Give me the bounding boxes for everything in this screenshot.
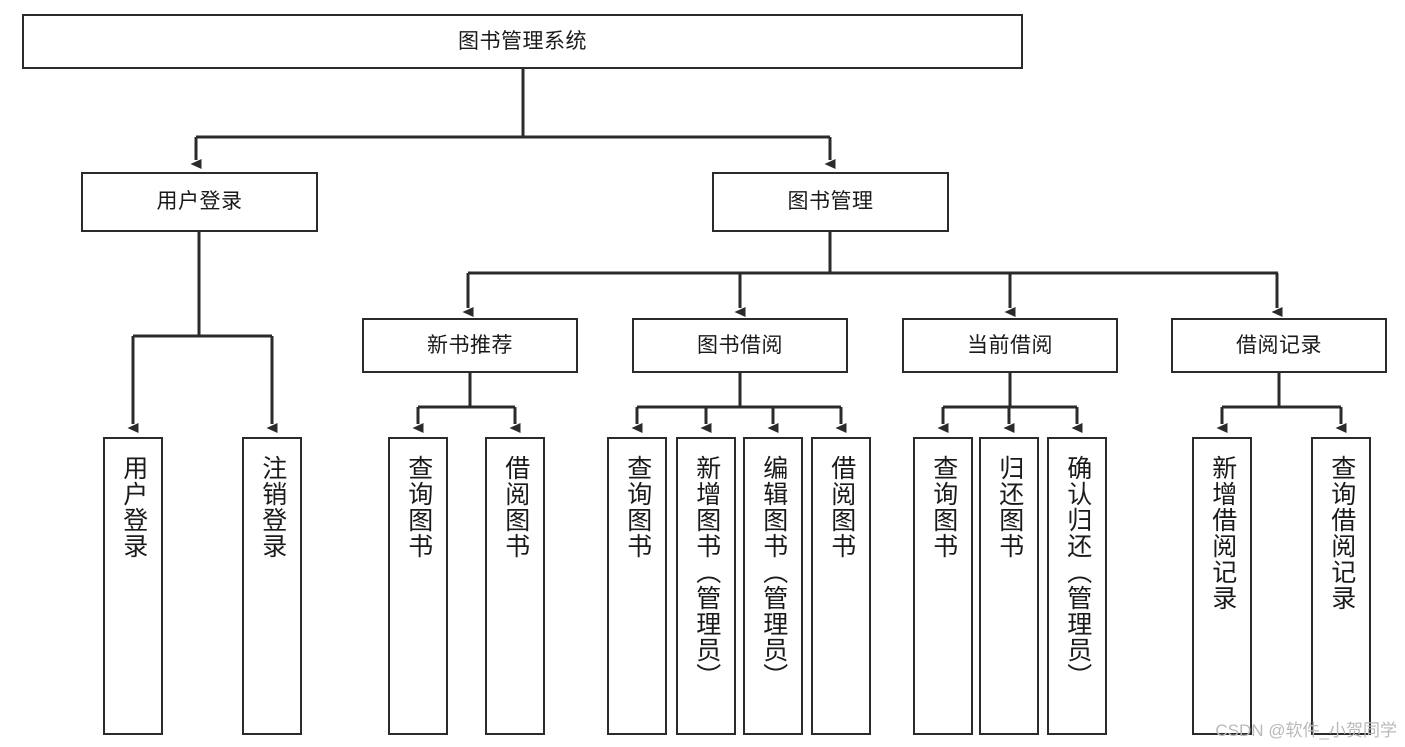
leaf-query-record[interactable]: 查询借阅记录 (1311, 437, 1371, 735)
node-new-book-rec-label: 新书推荐 (427, 333, 513, 357)
leaf-query-book-3-label: 查询图书 (929, 455, 958, 559)
leaf-add-book-label: 新增图书（管理员） (692, 455, 721, 689)
leaf-query-book-2[interactable]: 查询图书 (607, 437, 667, 735)
leaf-user-login-label: 用户登录 (119, 455, 148, 559)
node-book-manage[interactable]: 图书管理 (712, 172, 949, 232)
leaf-query-book-3[interactable]: 查询图书 (913, 437, 973, 735)
leaf-borrow-book-2-label: 借阅图书 (827, 455, 856, 559)
leaf-borrow-book-1[interactable]: 借阅图书 (485, 437, 545, 735)
leaf-borrow-book-2[interactable]: 借阅图书 (811, 437, 871, 735)
node-user-login-label: 用户登录 (156, 190, 243, 214)
leaf-confirm-return-label: 确认归还（管理员） (1063, 455, 1092, 689)
leaf-add-record-label: 新增借阅记录 (1208, 455, 1237, 611)
leaf-logout-login[interactable]: 注销登录 (242, 437, 302, 735)
leaf-add-book[interactable]: 新增图书（管理员） (676, 437, 736, 735)
leaf-borrow-book-1-label: 借阅图书 (501, 455, 530, 559)
leaf-query-book-1-label: 查询图书 (404, 455, 433, 559)
node-book-borrow-label: 图书借阅 (697, 333, 783, 357)
node-user-login[interactable]: 用户登录 (81, 172, 318, 232)
leaf-edit-book-label: 编辑图书（管理员） (759, 455, 788, 689)
node-root-label: 图书管理系统 (458, 29, 587, 53)
node-borrow-record[interactable]: 借阅记录 (1171, 318, 1387, 373)
node-borrow-record-label: 借阅记录 (1236, 333, 1322, 357)
leaf-edit-book[interactable]: 编辑图书（管理员） (743, 437, 803, 735)
leaf-user-login[interactable]: 用户登录 (103, 437, 163, 735)
leaf-confirm-return[interactable]: 确认归还（管理员） (1047, 437, 1107, 735)
leaf-return-book[interactable]: 归还图书 (979, 437, 1039, 735)
node-book-borrow[interactable]: 图书借阅 (632, 318, 848, 373)
leaf-logout-login-label: 注销登录 (258, 455, 287, 559)
leaf-add-record[interactable]: 新增借阅记录 (1192, 437, 1252, 735)
node-new-book-rec[interactable]: 新书推荐 (362, 318, 578, 373)
leaf-query-book-2-label: 查询图书 (623, 455, 652, 559)
node-current-borrow-label: 当前借阅 (967, 333, 1053, 357)
node-root[interactable]: 图书管理系统 (22, 14, 1023, 69)
node-book-manage-label: 图书管理 (787, 190, 874, 214)
leaf-query-book-1[interactable]: 查询图书 (388, 437, 448, 735)
leaf-query-record-label: 查询借阅记录 (1327, 455, 1356, 611)
watermark-text: CSDN @软件_小贺同学 (1215, 721, 1397, 740)
leaf-return-book-label: 归还图书 (995, 455, 1024, 559)
node-current-borrow[interactable]: 当前借阅 (902, 318, 1118, 373)
